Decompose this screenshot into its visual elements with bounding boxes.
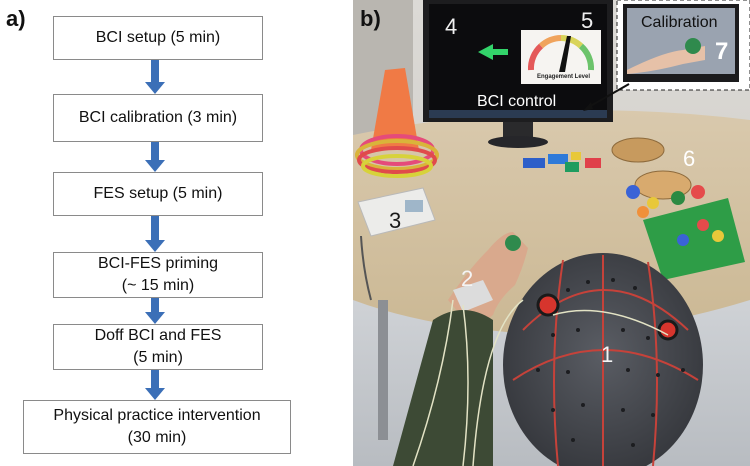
green-pegboard	[643, 198, 745, 280]
flow-step-bci-calibration: BCI calibration (3 min)	[53, 94, 263, 142]
cone	[371, 68, 419, 150]
left-arrow-cue-icon	[478, 44, 508, 60]
label-number-2: 2	[461, 266, 474, 291]
wooden-pegboard	[611, 137, 665, 163]
panel-b-label: b)	[360, 6, 381, 31]
eeg-electrode	[657, 319, 679, 341]
eeg-electrode	[536, 293, 560, 317]
green-ball	[685, 38, 701, 54]
electrode-pad	[453, 280, 493, 312]
engagement-level-caption: Engagement Level	[537, 74, 591, 80]
flow-step-bci-setup: BCI setup (5 min)	[53, 16, 263, 60]
toy-block	[523, 158, 545, 168]
flow-arrow	[145, 216, 165, 252]
label-number-3: 3	[389, 208, 402, 233]
label-number-6: 6	[683, 146, 696, 171]
flow-arrow	[145, 142, 165, 172]
label-number-5: 5	[581, 8, 594, 33]
monitor-stand	[503, 122, 533, 140]
participant-torso	[393, 310, 493, 466]
bci-control-label: BCI control	[477, 93, 557, 110]
flow-step-fes-setup: FES setup (5 min)	[53, 172, 263, 216]
hand	[627, 46, 705, 74]
green-ball	[505, 235, 521, 251]
flow-arrow	[145, 370, 165, 400]
flow-arrow	[145, 298, 165, 324]
gauge-needle-icon	[559, 36, 571, 72]
flow-step-doff: Doff BCI and FES (5 min)	[53, 324, 263, 370]
panel-a-label: a)	[6, 6, 26, 31]
taskbar	[429, 110, 607, 118]
label-number-1: 1	[601, 342, 614, 367]
experiment-scene	[353, 0, 750, 466]
calibration-title: Calibration	[641, 14, 718, 31]
label-number-4: 4	[445, 14, 458, 39]
table-leg	[378, 300, 388, 440]
label-number-7: 7	[715, 38, 729, 65]
experiment-photo: 1 2 3 4 5 6 BCI control Engagement Level…	[353, 0, 750, 466]
flow-arrow	[145, 60, 165, 94]
flow-step-bci-fes-priming: BCI-FES priming (~ 15 min)	[53, 252, 263, 298]
flow-step-physical-practice: Physical practice intervention (30 min)	[23, 400, 291, 454]
